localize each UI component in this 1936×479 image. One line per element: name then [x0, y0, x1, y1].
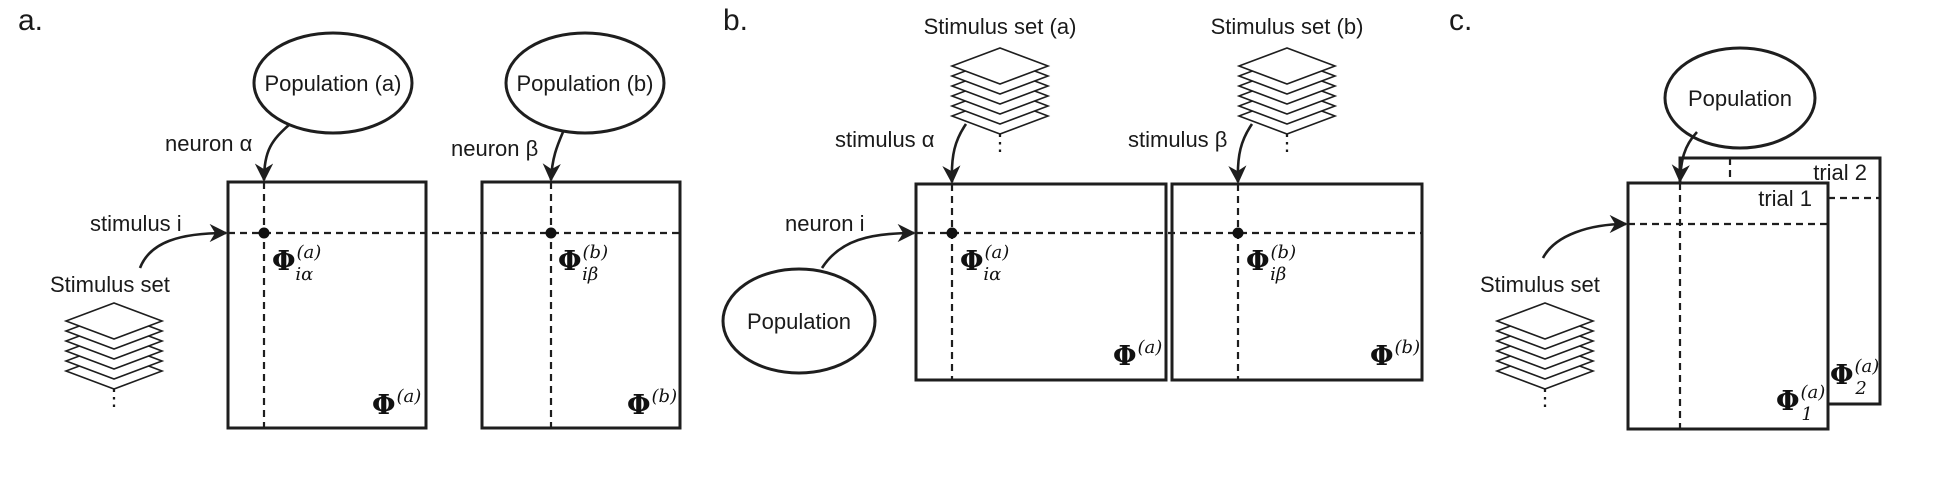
population-c-arrow	[1671, 131, 1698, 183]
stimulus-i-arrow	[138, 223, 228, 269]
phi-point-a-label: Φ(a)iα	[272, 242, 321, 285]
matrix-b-a-label: Φ(a)	[1113, 337, 1162, 372]
neuron-i-label: neuron i	[785, 211, 865, 236]
matrix-1-label: Φ(a)1	[1776, 382, 1825, 425]
point-phi-a	[258, 227, 270, 239]
stimulus-beta-label: stimulus β	[1128, 127, 1227, 152]
matrix-a-box	[226, 180, 428, 430]
neuron-i-arrow	[820, 223, 916, 269]
neuron-beta-arrow	[542, 131, 565, 182]
stimulus-set-c-stack-icon	[1496, 302, 1594, 390]
neuron-alpha-arrow	[254, 123, 291, 182]
panel-a-tag: a.	[18, 4, 43, 37]
population-a-label: Population (a)	[265, 71, 402, 96]
matrix-b-a-box	[914, 182, 1168, 382]
stimulus-set-stack-icon	[65, 302, 163, 390]
stimulus-beta-arrow	[1228, 123, 1254, 184]
point-b-phi-b	[1232, 227, 1244, 239]
stimulus-set-b-stack-icon	[1238, 47, 1336, 135]
stimulus-set-a-label: Stimulus set (a)	[924, 14, 1077, 39]
trial-2-label: trial 2	[1813, 160, 1867, 185]
population-b-label: Population (b)	[517, 71, 654, 96]
matrix-a-label: Φ(a)	[372, 386, 421, 421]
panel-b: b. Stimulus set (a) Stimulus set (b) ⋮ ⋮…	[721, 4, 1424, 382]
point-phi-b	[545, 227, 557, 239]
stimulus-i-label: stimulus i	[90, 211, 182, 236]
population-b-ellipse	[504, 31, 666, 135]
stimulus-set-label: Stimulus set	[50, 272, 170, 297]
phi-point-b-a-label: Φ(a)iα	[960, 242, 1009, 285]
matrix-b-b-label: Φ(b)	[1370, 337, 1420, 372]
phi-point-b-label: Φ(b)iβ	[558, 242, 608, 285]
population-c-ellipse	[1663, 46, 1817, 150]
ellipsis-c: ⋮	[1534, 385, 1556, 410]
ellipsis-a: ⋮	[103, 385, 125, 410]
population-b-panel-ellipse	[721, 267, 877, 375]
stimulus-set-a-stack-icon	[951, 47, 1049, 135]
population-c-label: Population	[1688, 86, 1792, 111]
point-b-phi-a	[946, 227, 958, 239]
matrix-b-box	[480, 180, 682, 430]
panel-c-tag: c.	[1449, 4, 1472, 37]
matrix-b-b-box	[1170, 182, 1424, 382]
stimulus-set-c-label: Stimulus set	[1480, 272, 1600, 297]
stimulus-alpha-label: stimulus α	[835, 127, 935, 152]
population-a-ellipse	[252, 31, 414, 135]
matrix-2-label: Φ(a)2	[1830, 356, 1879, 399]
ellipsis-b-b: ⋮	[1276, 130, 1298, 155]
neuron-alpha-label: neuron α	[165, 131, 253, 156]
trial-1-label: trial 1	[1758, 186, 1812, 211]
stimulus-alpha-arrow	[942, 123, 968, 184]
panel-a: a. Population (a) Population (b) neuron …	[18, 4, 682, 430]
panel-b-tag: b.	[723, 4, 748, 37]
neuron-beta-label: neuron β	[451, 136, 538, 161]
matrix-b-label: Φ(b)	[627, 386, 677, 421]
stimulus-set-b-label: Stimulus set (b)	[1211, 14, 1364, 39]
panel-c: c. Population trial 2 trial 1 Stimulus s…	[1449, 4, 1882, 431]
population-b-panel-label: Population	[747, 309, 851, 334]
phi-point-b-b-label: Φ(b)iβ	[1246, 242, 1296, 285]
ellipsis-b-a: ⋮	[989, 130, 1011, 155]
stimulus-set-c-arrow	[1541, 214, 1628, 259]
